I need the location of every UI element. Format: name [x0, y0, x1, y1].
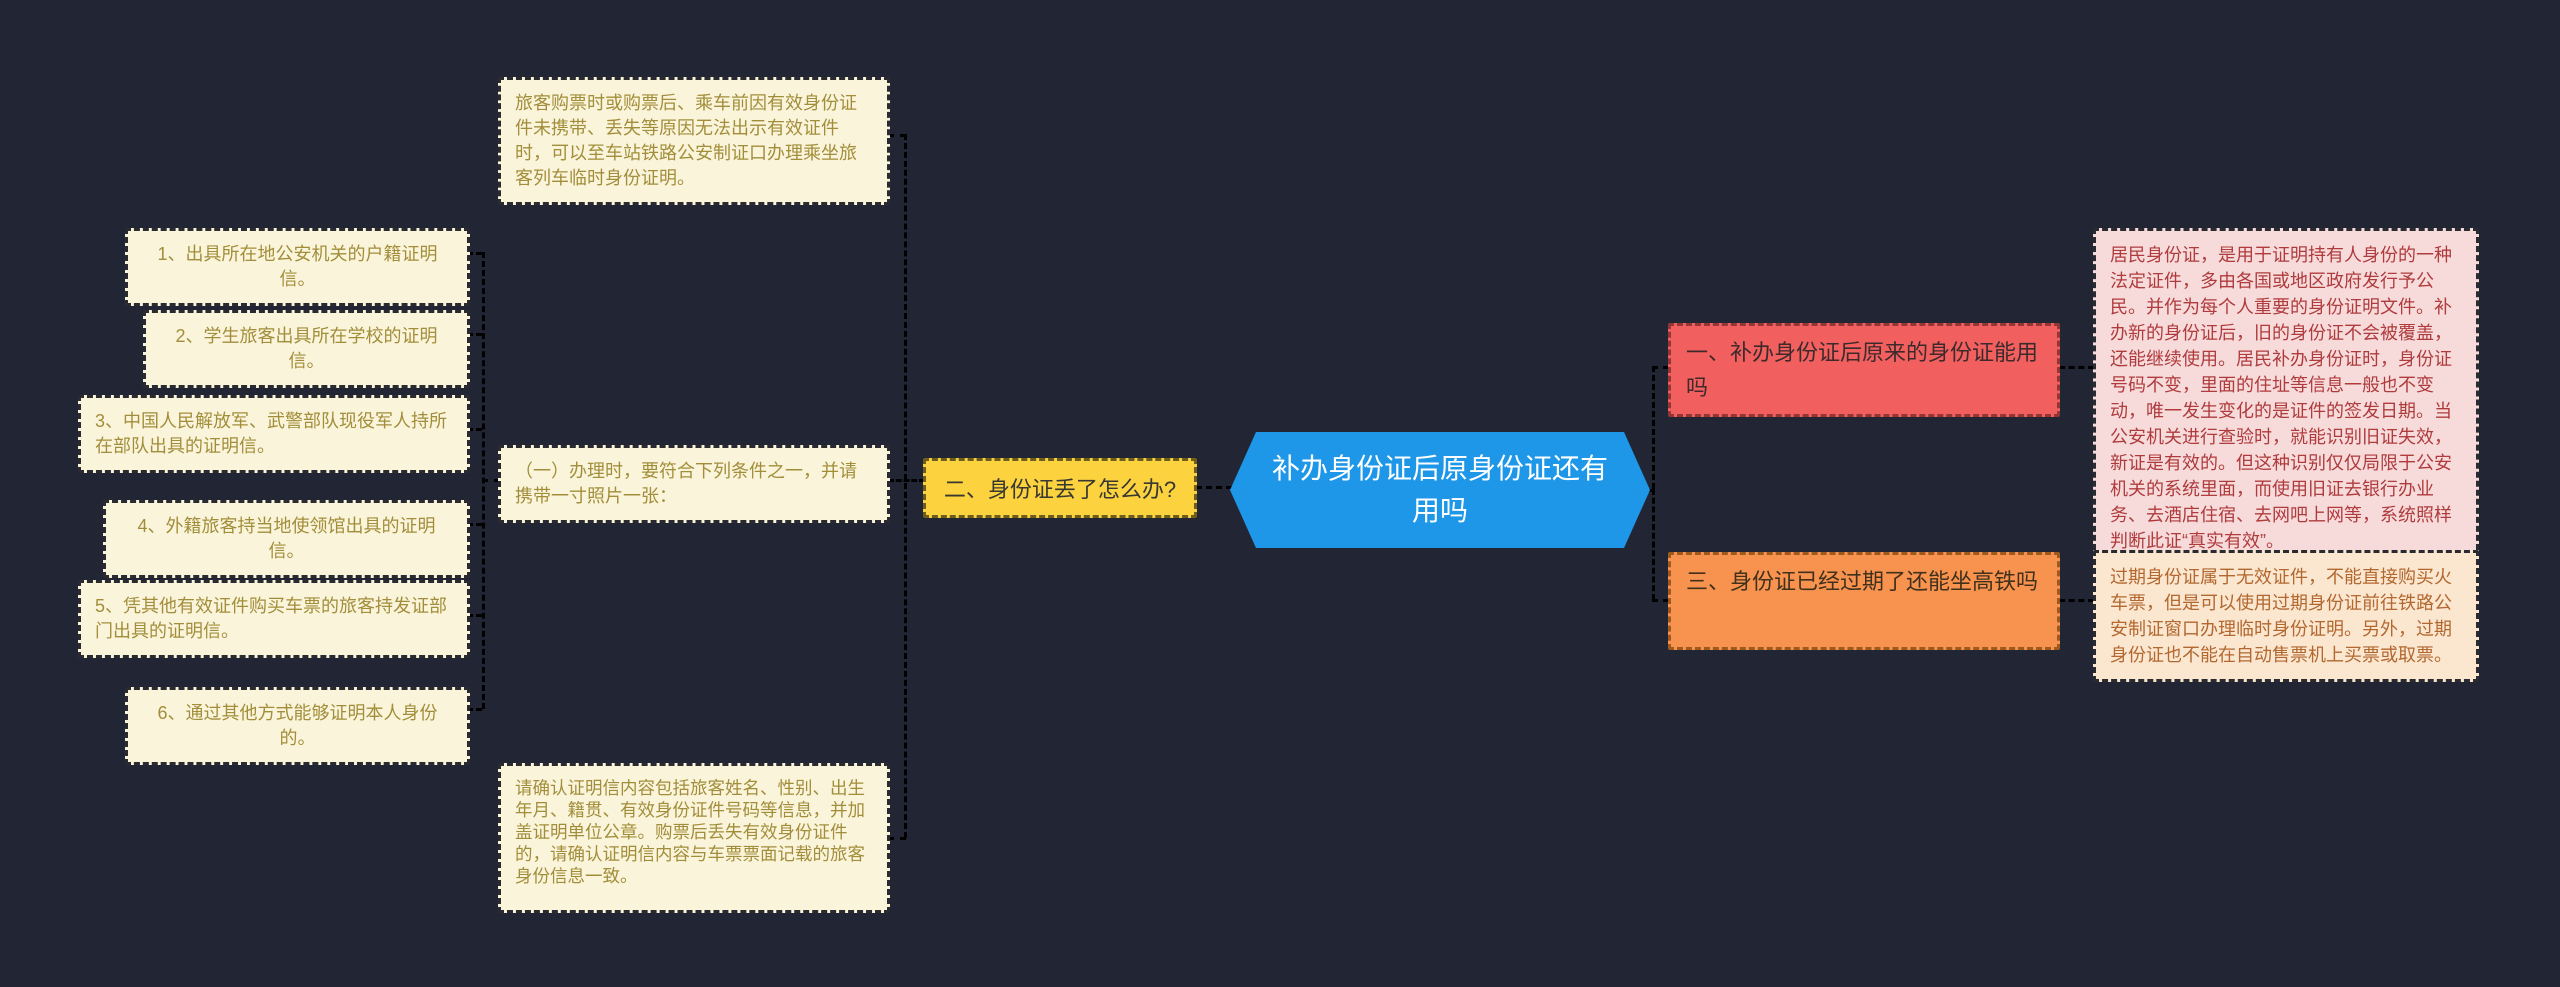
connector-topic-expired	[1652, 599, 1669, 602]
connector-footer-note	[888, 837, 906, 840]
topic-node-expired[interactable]: 三、身份证已经过期了还能坐高铁吗	[1668, 552, 2060, 650]
note-reissue-detail[interactable]: 居民身份证，是用于证明持有人身份的一种法定证件，多由各国或地区政府发行予公民。并…	[2093, 228, 2479, 568]
topic-node-lost-id[interactable]: 二、身份证丢了怎么办?	[923, 458, 1197, 518]
note-expired-detail[interactable]: 过期身份证属于无效证件，不能直接购买火车票，但是可以使用过期身份证前往铁路公安制…	[2093, 550, 2479, 682]
connector-topic-lost-to-center	[1196, 486, 1232, 489]
condition-item-1[interactable]: 1、出具所在地公安机关的户籍证明信。	[125, 228, 470, 306]
note-condition-header[interactable]: （一）办理时，要符合下列条件之一，并请携带一寸照片一张：	[498, 445, 890, 523]
connector-topic-reissue	[1652, 366, 1669, 369]
note-temporary-id-intro[interactable]: 旅客购票时或购票后、乘车前因有效身份证件未携带、丢失等原因无法出示有效证件时，可…	[498, 77, 890, 205]
connector-right-trunk-lower	[1652, 489, 1655, 600]
note-certificate-requirements[interactable]: 请确认证明信内容包括旅客姓名、性别、出生年月、籍贯、有效身份证件号码等信息，并加…	[498, 763, 890, 913]
condition-item-6[interactable]: 6、通过其他方式能够证明本人身份的。	[125, 687, 470, 765]
connector-right-trunk-upper	[1652, 366, 1655, 489]
condition-item-3[interactable]: 3、中国人民解放军、武警部队现役军人持所在部队出具的证明信。	[78, 395, 470, 473]
connector-conditions-trunk	[482, 252, 485, 709]
connector-expired-note	[2059, 599, 2094, 602]
condition-item-4[interactable]: 4、外籍旅客持当地使领馆出具的证明信。	[103, 500, 470, 578]
connector-header-note	[888, 479, 925, 482]
connector-intro-note	[888, 134, 906, 137]
connector-left-branch-trunk	[904, 134, 907, 838]
condition-item-2[interactable]: 2、学生旅客出具所在学校的证明信。	[143, 310, 470, 388]
connector-reissue-note	[2059, 366, 2094, 369]
central-topic-node[interactable]: 补办身份证后原身份证还有用吗	[1230, 432, 1650, 548]
condition-item-5[interactable]: 5、凭其他有效证件购买车票的旅客持发证部门出具的证明信。	[78, 580, 470, 658]
topic-node-reissue[interactable]: 一、补办身份证后原来的身份证能用吗	[1668, 323, 2060, 417]
